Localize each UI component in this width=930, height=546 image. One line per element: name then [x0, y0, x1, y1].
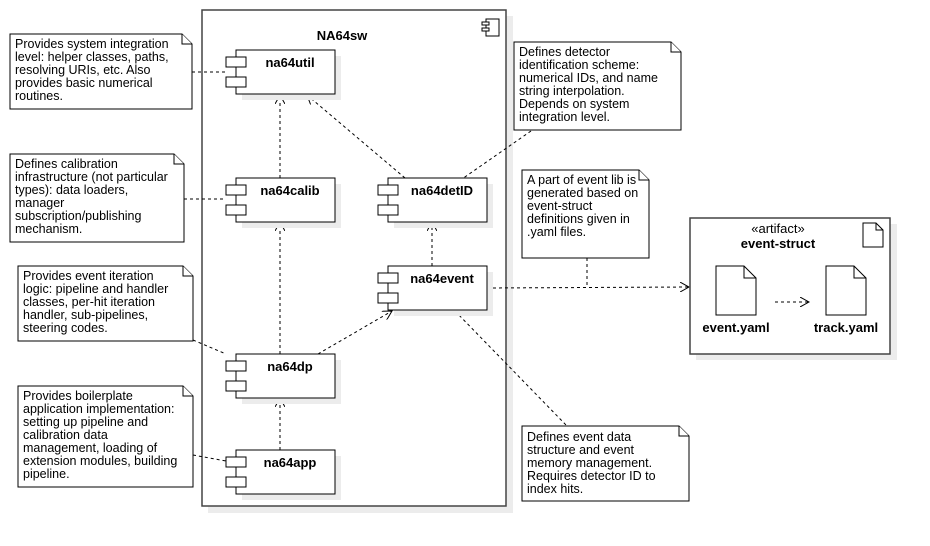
note-text: Provides boilerplate application impleme…: [23, 389, 181, 481]
artifact-name: event-struct: [741, 236, 816, 251]
note-util[interactable]: Provides system integration level: helpe…: [9, 33, 193, 110]
component-na64dp[interactable]: na64dp: [225, 353, 341, 404]
note-event[interactable]: Defines event data structure and event m…: [521, 425, 690, 502]
note-text: Defines event data structure and event m…: [527, 430, 659, 496]
note-text: A part of event lib is generated based o…: [527, 173, 642, 239]
file-label: event.yaml: [702, 320, 769, 335]
artifact-event-struct[interactable]: «artifact» event-struct event.yaml track…: [689, 217, 897, 360]
component-na64event[interactable]: na64event: [377, 265, 493, 316]
artifact-stereotype: «artifact»: [751, 221, 804, 236]
note-detid[interactable]: Defines detector identification scheme: …: [513, 41, 682, 131]
note-dp[interactable]: Provides event iteration logic: pipeline…: [17, 265, 194, 342]
component-na64util[interactable]: na64util: [225, 49, 341, 100]
component-na64app[interactable]: na64app: [225, 449, 341, 500]
note-text: Provides system integration level: helpe…: [15, 37, 172, 103]
component-na64calib[interactable]: na64calib: [225, 177, 341, 228]
file-event-yaml[interactable]: event.yaml: [702, 265, 770, 335]
dependency-lines: [280, 95, 689, 450]
component-label: na64calib: [260, 183, 319, 198]
note-app[interactable]: Provides boilerplate application impleme…: [17, 385, 194, 488]
note-eventlib[interactable]: A part of event lib is generated based o…: [521, 169, 650, 259]
note-calib[interactable]: Defines calibration infrastructure (not …: [9, 153, 185, 243]
note-connectors: [184, 71, 588, 462]
component-label: na64util: [265, 55, 314, 70]
file-label: track.yaml: [814, 320, 878, 335]
note-text: Defines detector identification scheme: …: [519, 45, 661, 124]
file-track-yaml[interactable]: track.yaml: [814, 265, 878, 335]
artifact-icon: [862, 222, 884, 248]
package-title: NA64sw: [317, 28, 368, 43]
component-icon: [481, 18, 500, 37]
component-label: na64event: [410, 271, 474, 286]
component-label: na64detID: [411, 183, 473, 198]
component-label: na64dp: [267, 359, 313, 374]
note-text: Defines calibration infrastructure (not …: [15, 157, 171, 236]
note-text: Provides event iteration logic: pipeline…: [23, 269, 172, 335]
component-label: na64app: [264, 455, 317, 470]
component-na64detid[interactable]: na64detID: [377, 177, 493, 228]
